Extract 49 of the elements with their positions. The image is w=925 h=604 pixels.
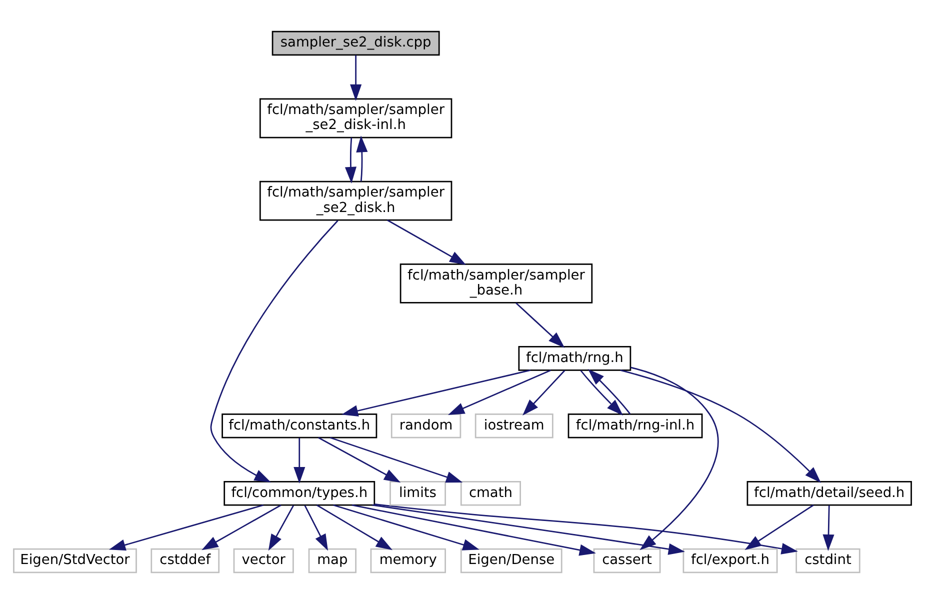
node-box: fcl/common/types.h bbox=[224, 480, 376, 506]
arrow bbox=[580, 370, 624, 416]
arrow bbox=[448, 370, 552, 415]
node-box: fcl/math/sampler/sampler _base.h bbox=[400, 263, 593, 304]
arrow bbox=[372, 504, 685, 555]
arrow bbox=[744, 504, 814, 550]
node-box: fcl/math/constants.h bbox=[222, 414, 378, 438]
arrow bbox=[822, 505, 834, 551]
node-box: Eigen/Dense bbox=[460, 548, 562, 574]
arrow bbox=[318, 437, 401, 483]
node-box: cmath bbox=[460, 480, 521, 506]
arrow bbox=[620, 370, 821, 483]
arrow bbox=[516, 302, 565, 348]
arrow bbox=[630, 366, 719, 550]
node-box: sampler_se2_disk.cpp bbox=[272, 30, 440, 56]
arrow bbox=[588, 369, 631, 414]
node-box: cstddef bbox=[150, 548, 220, 574]
node-box: cassert bbox=[593, 548, 661, 574]
arrow bbox=[268, 505, 294, 551]
arrow bbox=[356, 136, 368, 182]
node-box: fcl/math/sampler/sampler _se2_disk-inl.h bbox=[259, 98, 452, 138]
arrow bbox=[341, 370, 531, 416]
arrow bbox=[352, 504, 596, 556]
arrow bbox=[344, 138, 356, 184]
node-box: memory bbox=[370, 548, 446, 574]
node-box: limits bbox=[390, 480, 446, 506]
arrow bbox=[374, 503, 798, 554]
node-box: fcl/math/rng-inl.h bbox=[568, 414, 703, 438]
arrow bbox=[210, 220, 338, 482]
node-box: vector bbox=[233, 548, 294, 574]
node-box: fcl/export.h bbox=[682, 548, 778, 574]
node-box: map bbox=[308, 548, 356, 574]
node-box: fcl/math/sampler/sampler _se2_disk.h bbox=[259, 180, 452, 221]
node-box: fcl/math/rng.h bbox=[518, 346, 632, 371]
arrow bbox=[350, 55, 362, 101]
arrow bbox=[294, 438, 306, 484]
arrow bbox=[316, 504, 392, 550]
node-box: iostream bbox=[474, 414, 554, 438]
arrow bbox=[304, 505, 328, 551]
arrow bbox=[330, 437, 463, 483]
node-box: Eigen/StdVector bbox=[13, 548, 137, 574]
arrow bbox=[202, 504, 282, 550]
node-box: random bbox=[390, 414, 462, 438]
arrow bbox=[333, 504, 480, 550]
node-box: fcl/math/detail/seed.h bbox=[746, 480, 912, 506]
node-box: cstdint bbox=[796, 548, 860, 574]
arrow bbox=[108, 504, 264, 551]
arrow bbox=[386, 220, 466, 265]
arrow bbox=[522, 370, 566, 416]
